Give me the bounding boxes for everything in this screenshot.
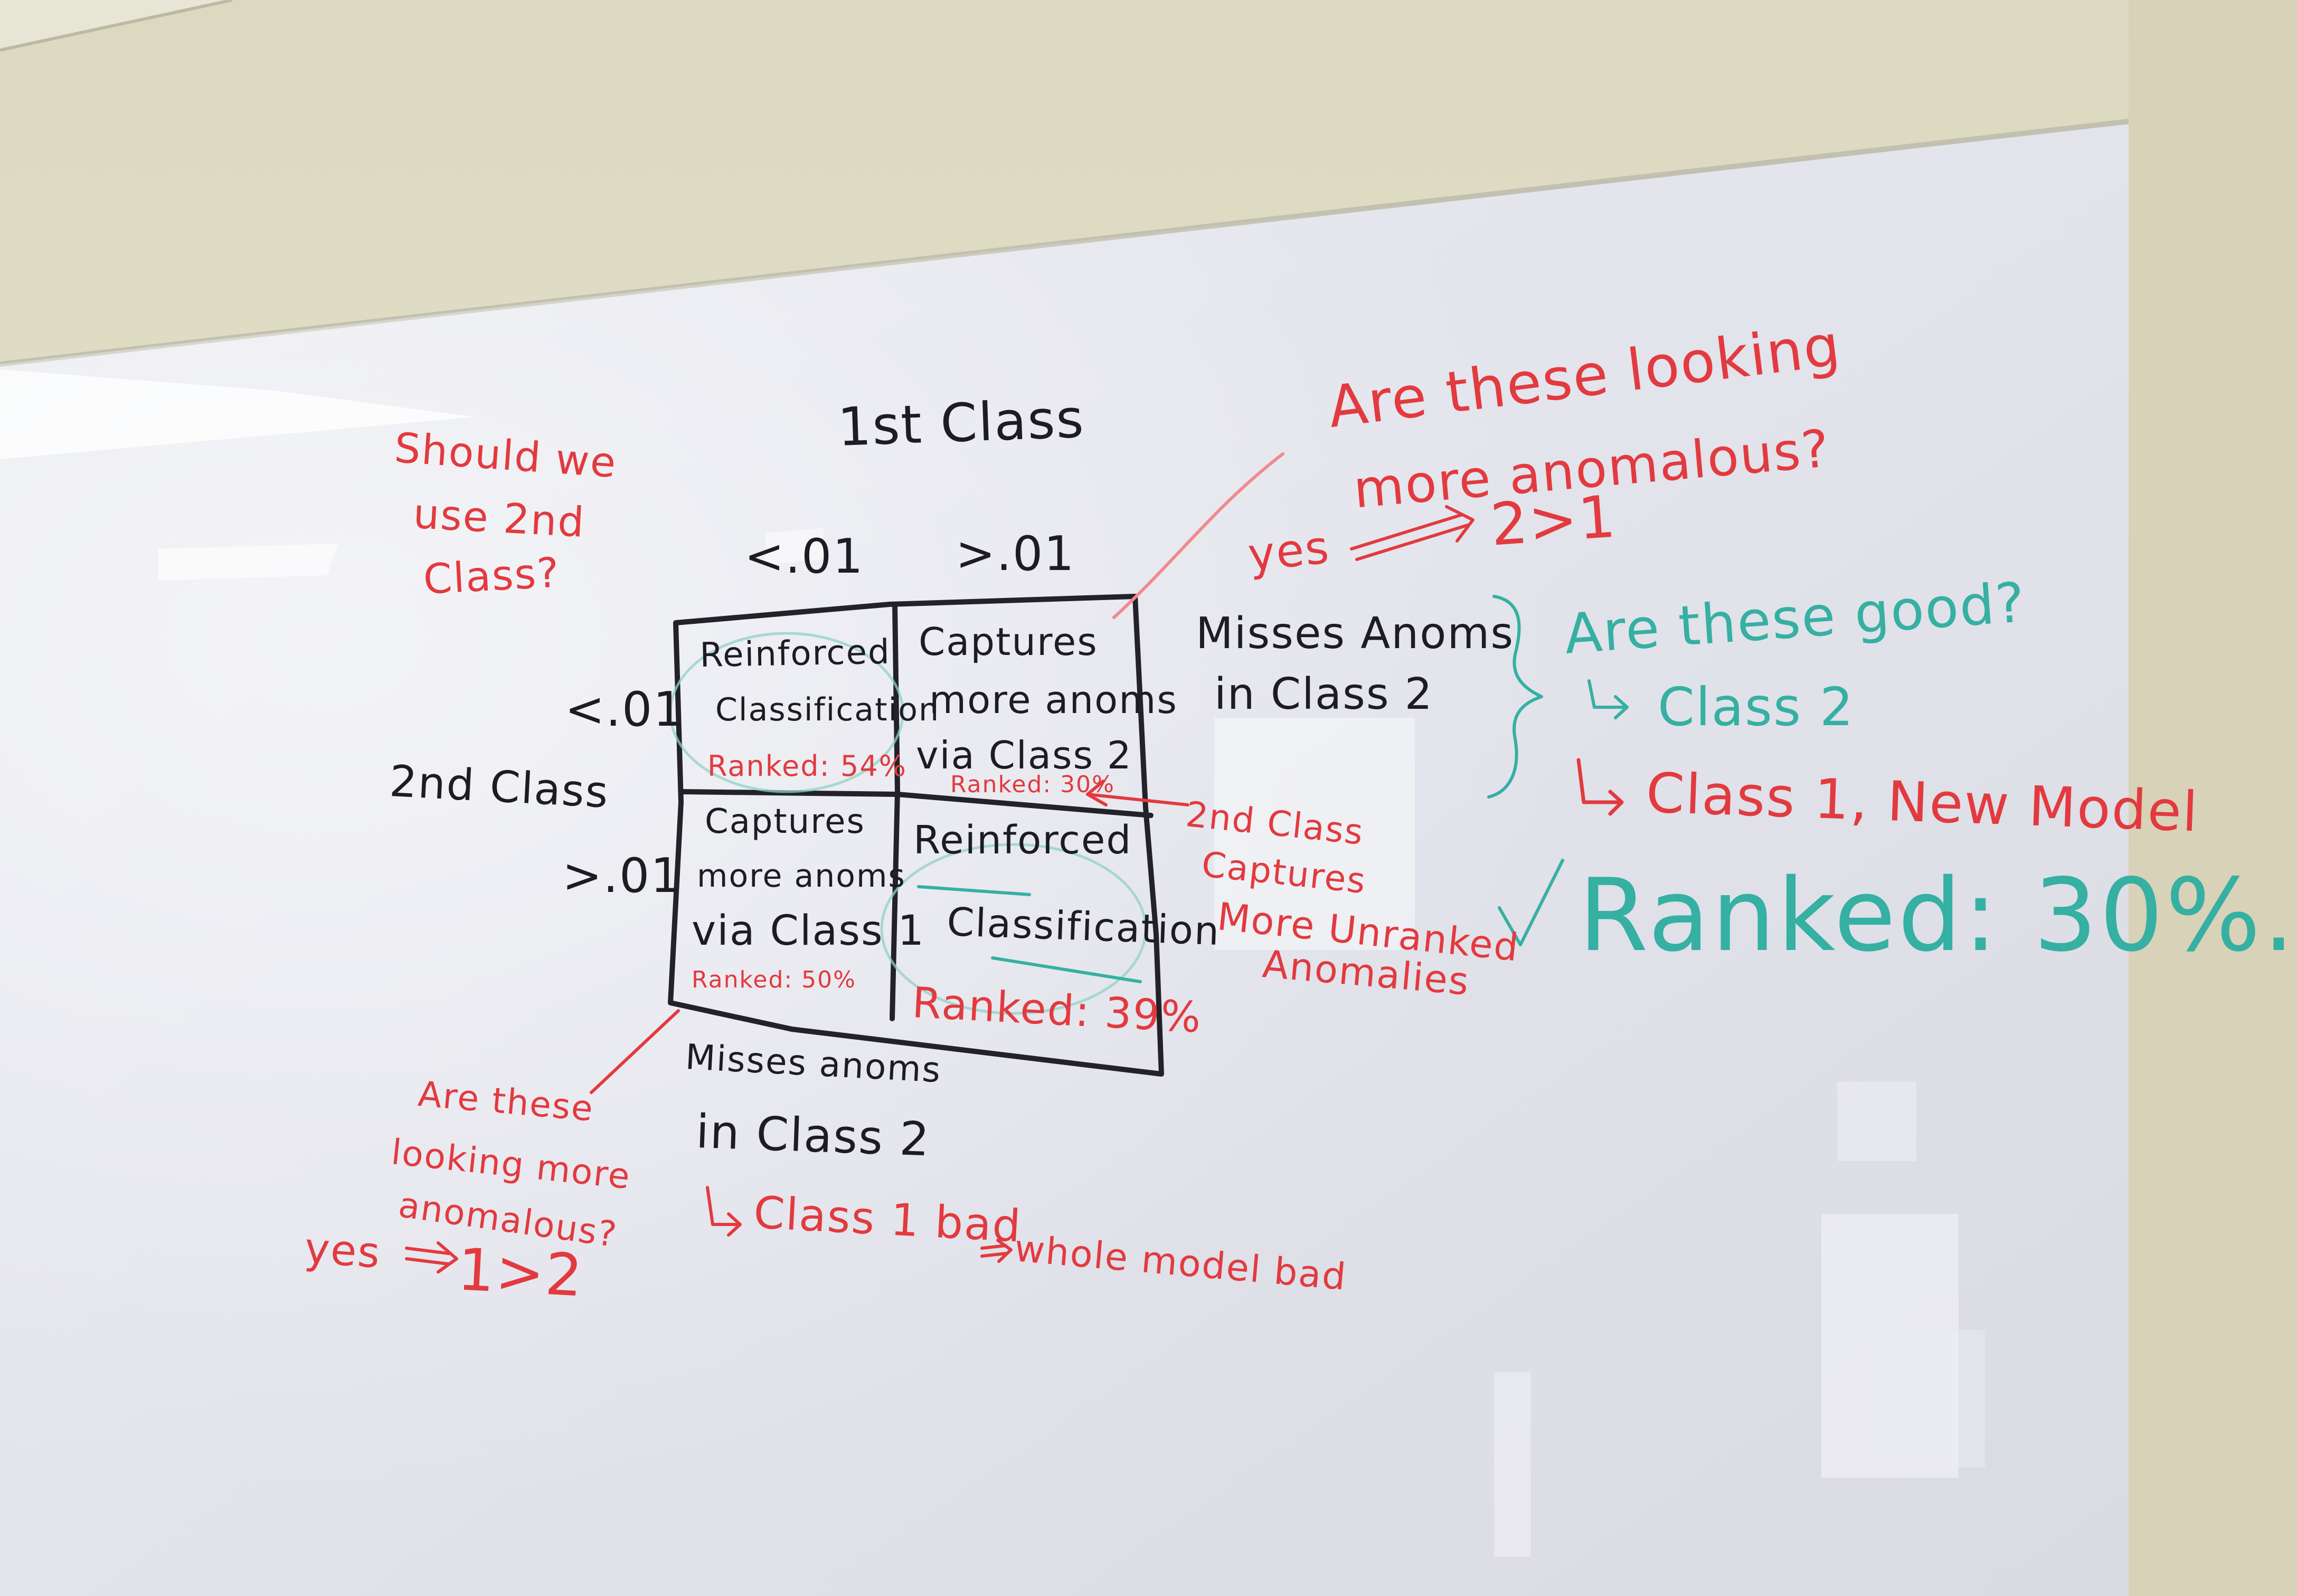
marker-strokes	[405, 452, 1629, 1274]
row-label-low: <.01	[565, 682, 685, 737]
misses-anoms-line1: Misses Anoms	[1196, 609, 1515, 659]
misses-anoms-line2: in Class 2	[1214, 669, 1433, 719]
top-right-note-yes: yes	[1245, 520, 1332, 582]
teal-ranked: Ranked: 30%.	[1578, 857, 2297, 974]
top-left-note-line2: use 2nd	[412, 490, 587, 547]
first-class-heading: 1st Class	[836, 387, 1086, 458]
cell-top-left-line1: Reinforced	[699, 632, 891, 675]
teal-answer: Class 2	[1658, 676, 1855, 738]
top-note-pointer	[1112, 452, 1284, 619]
cell-bottom-left-ranked: Ranked: 50%	[692, 966, 856, 993]
bottom-left-note-yes: yes	[303, 1223, 383, 1278]
cell-top-left-line2: Classification	[715, 691, 940, 728]
second-class-heading: 2nd Class	[388, 756, 610, 818]
cell-bottom-left-line3: via Class 1	[692, 907, 925, 955]
cell-bottom-left-line2: more anoms	[697, 858, 906, 895]
cell-top-right-line2: more anoms	[929, 678, 1178, 722]
teal-checkmark	[1498, 859, 1564, 946]
cell-bottom-right-line1: Reinforced	[913, 818, 1132, 863]
grid-vertical-divider	[890, 602, 900, 1021]
top-left-note-line3: Class?	[422, 549, 561, 604]
top-right-note-result: 2>1	[1488, 482, 1619, 559]
column-label-high: >.01	[956, 526, 1075, 582]
grid-outline	[668, 594, 1164, 1077]
whiteboard-surface	[0, 119, 2129, 1596]
bottom-class1-bad: Class 1 bad	[752, 1186, 1023, 1252]
teal-brace	[1487, 595, 1543, 799]
cell-top-left-ranked: Ranked: 54%	[707, 749, 907, 783]
cell-top-right-line1: Captures	[919, 620, 1098, 664]
grid-horizontal-divider	[678, 789, 1154, 818]
cell-bottom-left-line1: Captures	[705, 802, 865, 841]
bottom-left-note-result: 1>2	[456, 1236, 585, 1310]
bottom-misses-line2: in Class 2	[695, 1104, 931, 1167]
second-class-arrow	[1086, 793, 1189, 806]
row-label-high: >.01	[562, 848, 682, 904]
cell-top-right-line3: via Class 2	[916, 733, 1132, 777]
cell-top-right-ranked: Ranked: 30%	[950, 771, 1115, 798]
column-label-low: <.01	[744, 529, 864, 584]
cell-bottom-right-line2: Classification	[946, 899, 1221, 955]
bottom-note-pointer	[590, 1009, 680, 1094]
